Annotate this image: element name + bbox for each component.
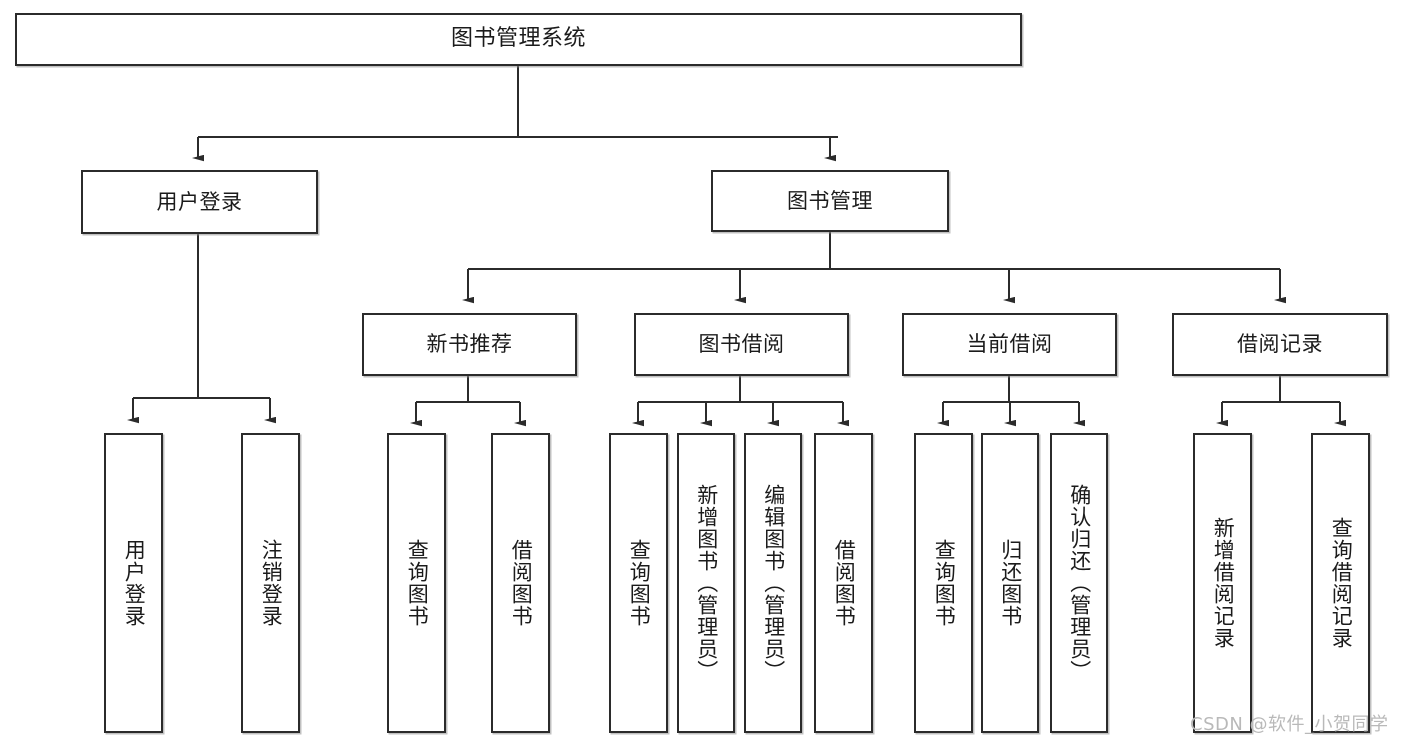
- node-label: 确认归还（管理员）: [1067, 484, 1092, 682]
- leaf-edit-book-admin[interactable]: 编辑图书（管理员）: [744, 433, 802, 733]
- node-user-login[interactable]: 用户登录: [81, 170, 318, 234]
- node-label: 编辑图书（管理员）: [761, 484, 786, 682]
- node-label: 查询图书: [932, 539, 957, 627]
- leaf-add-book-admin[interactable]: 新增图书（管理员）: [677, 433, 735, 733]
- leaf-borrow-query-book[interactable]: 查询图书: [609, 433, 668, 733]
- node-label: 用户登录: [156, 189, 243, 214]
- node-label: 新增借阅记录: [1211, 517, 1236, 649]
- leaf-new-book-borrow[interactable]: 借阅图书: [491, 433, 550, 733]
- node-label: 新书推荐: [426, 332, 513, 357]
- node-label: 借阅图书: [509, 539, 534, 627]
- node-label: 归还图书: [998, 539, 1023, 627]
- node-label: 当前借阅: [966, 332, 1053, 357]
- node-label: 用户登录: [122, 539, 147, 627]
- leaf-query-borrow-record[interactable]: 查询借阅记录: [1311, 433, 1370, 733]
- node-label: 查询借阅记录: [1329, 517, 1354, 649]
- leaf-current-query-book[interactable]: 查询图书: [914, 433, 973, 733]
- node-root-system[interactable]: 图书管理系统: [15, 13, 1022, 66]
- leaf-borrow-book[interactable]: 借阅图书: [814, 433, 873, 733]
- node-label: 图书借阅: [698, 332, 785, 357]
- node-label: 注销登录: [259, 539, 284, 627]
- leaf-logout[interactable]: 注销登录: [241, 433, 300, 733]
- leaf-user-login[interactable]: 用户登录: [104, 433, 163, 733]
- leaf-confirm-return-admin[interactable]: 确认归还（管理员）: [1050, 433, 1108, 733]
- node-label: 图书管理: [787, 188, 873, 213]
- leaf-add-borrow-record[interactable]: 新增借阅记录: [1193, 433, 1252, 733]
- node-label: 查询图书: [627, 539, 652, 627]
- node-label: 借阅记录: [1237, 332, 1323, 357]
- node-current-borrow[interactable]: 当前借阅: [902, 313, 1117, 376]
- node-new-book-recommend[interactable]: 新书推荐: [362, 313, 577, 376]
- node-label: 图书管理系统: [450, 26, 586, 52]
- leaf-return-book[interactable]: 归还图书: [981, 433, 1039, 733]
- node-book-borrow[interactable]: 图书借阅: [634, 313, 849, 376]
- leaf-new-book-query[interactable]: 查询图书: [387, 433, 446, 733]
- node-label: 新增图书（管理员）: [694, 484, 719, 682]
- node-book-management[interactable]: 图书管理: [711, 170, 949, 232]
- node-borrow-record[interactable]: 借阅记录: [1172, 313, 1388, 376]
- node-label: 借阅图书: [832, 539, 857, 627]
- node-label: 查询图书: [405, 539, 430, 627]
